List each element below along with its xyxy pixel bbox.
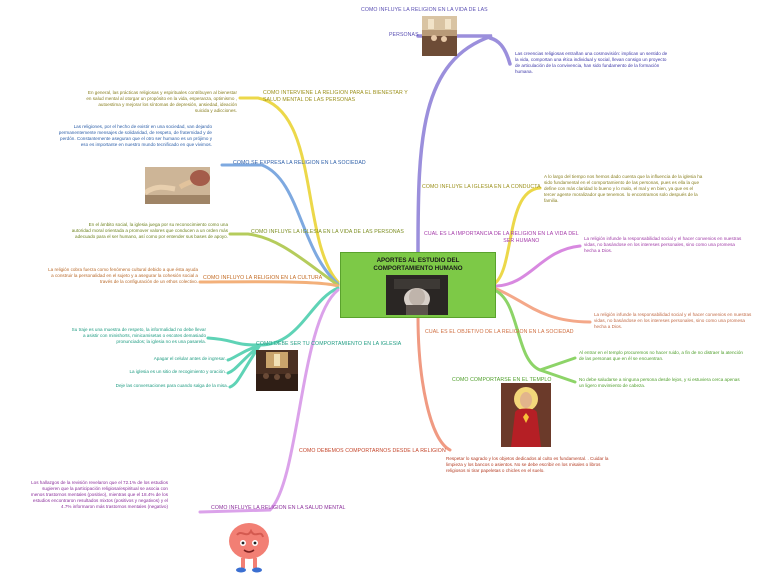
link-comportamiento-iglesia bbox=[206, 286, 340, 389]
central-title-line1: APORTES AL ESTUDIO DEL bbox=[376, 257, 460, 264]
branch-title-iglesia-conducta[interactable]: COMO INFLUYE LA IGLESIA EN LA CONDUCTA bbox=[422, 184, 541, 190]
branch-title-line2: SER HUMANO bbox=[503, 237, 540, 244]
sacred-heart-image bbox=[501, 383, 551, 447]
church-interior-image bbox=[422, 16, 457, 56]
creation-of-adam-image bbox=[145, 167, 210, 204]
link-templo bbox=[492, 288, 577, 384]
note-templo-2: No debe saludarse a ninguna persona desd… bbox=[579, 377, 740, 388]
link-objetivo bbox=[492, 286, 592, 324]
branch-title-expresa[interactable]: COMO SE EXPRESA LA RELIGION EN LA SOCIED… bbox=[233, 160, 366, 166]
praying-hands-image bbox=[386, 275, 448, 315]
branch-title-importancia[interactable]: CUAL ES LA IMPORTANCIA DE LA RELIGION EN… bbox=[424, 231, 579, 244]
branch-title-vida-personas-line2: PERSONAS bbox=[389, 32, 419, 38]
note-iglesia-vida: En el ámbito social, la iglesia juega po… bbox=[71, 222, 228, 239]
link-cultura bbox=[198, 280, 340, 288]
branch-title-comportamiento-iglesia[interactable]: COMO DEBE SER TU COMPORTAMIENTO EN LA IG… bbox=[256, 341, 402, 347]
link-religion-comportarnos bbox=[416, 314, 452, 452]
branch-title-line1: CUAL ES LA IMPORTANCIA DE LA RELIGION EN… bbox=[424, 231, 579, 237]
note-comportamiento-iglesia-2: Apagar el celular antes de ingresar. bbox=[153, 356, 226, 361]
central-topic-node[interactable]: APORTES AL ESTUDIO DEL COMPORTAMIENTO HU… bbox=[340, 252, 496, 318]
branch-title-bienestar[interactable]: COMO INTERVIENE LA RELIGION PARA EL BIEN… bbox=[263, 90, 408, 103]
link-vida-personas bbox=[416, 34, 512, 254]
link-salud-mental bbox=[198, 288, 340, 514]
link-bienestar bbox=[238, 96, 340, 284]
note-objetivo: La religión infunde la responsabilidad s… bbox=[594, 312, 752, 329]
church-congregation-image bbox=[256, 350, 298, 391]
note-templo-1: Al entrar en el templo procuremos no hac… bbox=[579, 350, 743, 361]
link-expresa bbox=[220, 163, 340, 286]
brain-character-image bbox=[219, 515, 279, 575]
branch-title-objetivo[interactable]: CUAL ES EL OBJETIVO DE LA RELIGION EN LA… bbox=[425, 329, 574, 335]
branch-title-line1: COMO INTERVIENE LA RELIGION PARA EL BIEN… bbox=[263, 90, 408, 96]
central-title-line2: COMPORTAMIENTO HUMANO bbox=[373, 264, 463, 272]
branch-title-cultura[interactable]: COMO INFLUYO LA RELIGION EN LA CULTURA bbox=[203, 275, 323, 281]
branch-title-templo[interactable]: COMO COMPORTARSE EN EL TEMPLO bbox=[452, 377, 552, 383]
link-importancia bbox=[492, 244, 582, 288]
central-topic-title: APORTES AL ESTUDIO DEL COMPORTAMIENTO HU… bbox=[341, 257, 495, 273]
note-importancia: La religión infunde la responsabilidad s… bbox=[584, 236, 742, 253]
note-salud-mental: Los hallazgos de la revisión revelaron q… bbox=[30, 480, 168, 509]
branch-title-iglesia-vida[interactable]: COMO INFLUYE LA IGLESIA EN LA VIDA DE LA… bbox=[251, 229, 404, 235]
link-iglesia-conducta bbox=[492, 186, 542, 286]
branch-title-salud-mental[interactable]: COMO INFLUYE LA RELIGION EN LA SALUD MEN… bbox=[211, 505, 346, 511]
note-comportamiento-iglesia-1: Su traje es una muestra de respeto, la i… bbox=[71, 327, 206, 344]
note-iglesia-conducta: A lo largo del tiempo nos hemos dado cue… bbox=[544, 174, 703, 203]
note-vida-personas: Las creencias religiosas entrañan una co… bbox=[515, 51, 668, 74]
note-religion-comportarnos: Respetar lo sagrado y los objetos dedica… bbox=[446, 456, 609, 473]
branch-title-vida-personas[interactable]: COMO INFLUYE LA RELIGION EN LA VIDA DE L… bbox=[361, 7, 488, 14]
note-expresa: Las religiones, por el hecho de existir … bbox=[58, 124, 212, 147]
branch-title-line1: COMO INFLUYE LA RELIGION EN LA VIDA DE L… bbox=[361, 7, 488, 13]
branch-title-religion-comportarnos[interactable]: COMO DEBEMOS COMPORTARNOS DESDE LA RELIG… bbox=[299, 448, 446, 454]
note-bienestar: En general, las prácticas religiosas y e… bbox=[86, 90, 237, 113]
link-iglesia-vida bbox=[228, 232, 340, 287]
note-comportamiento-iglesia-4: Deje las conversaciones para cuando salg… bbox=[115, 383, 228, 388]
branch-title-line2: SALUD MENTAL DE LAS PERSONAS bbox=[263, 96, 356, 103]
note-comportamiento-iglesia-3: La iglesia es un sitio de recogimiento y… bbox=[129, 369, 226, 374]
note-cultura: La religión cobra fuerza como fenómeno c… bbox=[48, 267, 198, 284]
